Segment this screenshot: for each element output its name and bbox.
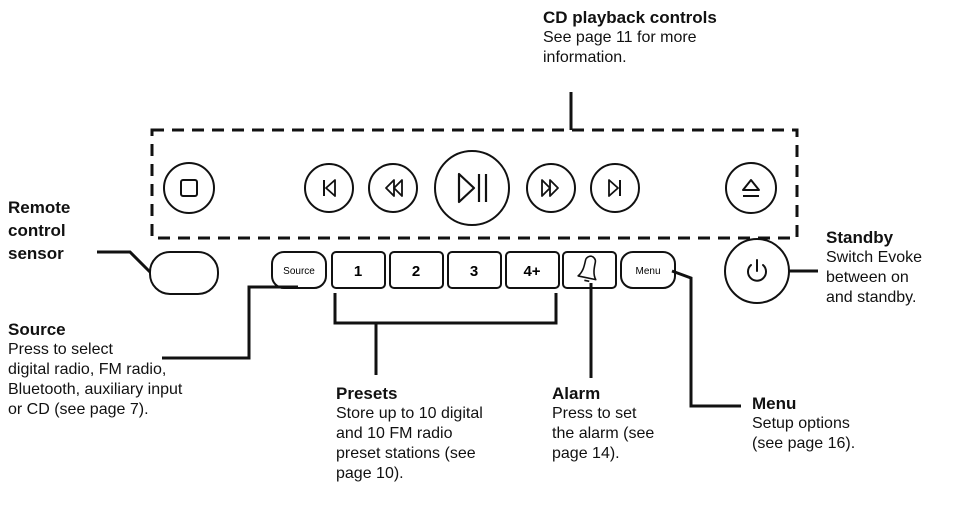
presets-text-line-1: Store up to 10 digital <box>336 405 483 422</box>
remote-sensor <box>149 251 219 295</box>
eject-button[interactable] <box>725 162 777 214</box>
play-pause-button[interactable] <box>434 150 510 226</box>
source-text-line-2: digital radio, FM radio, <box>8 361 167 378</box>
rewind-icon <box>385 179 403 197</box>
preset-button-2-label: 2 <box>412 263 420 280</box>
source-text-line-1: Press to select <box>8 341 113 358</box>
preset-button-1-label: 1 <box>354 263 362 280</box>
standby-text-line-2: between on <box>826 269 909 286</box>
source-title: Source <box>8 320 66 339</box>
play-pause-icon <box>457 172 488 204</box>
remote-sensor-title-line-2: control <box>8 221 66 240</box>
presets-text-line-4: page 10). <box>336 465 404 482</box>
cd-controls-group-outline <box>150 128 799 240</box>
presets-text-line-3: preset stations (see <box>336 445 476 462</box>
alarm-title: Alarm <box>552 384 601 403</box>
preset-button-4[interactable]: 4+ <box>505 251 560 289</box>
presets-text-line-2: and 10 FM radio <box>336 425 453 442</box>
power-icon <box>747 259 767 282</box>
presets-title: Presets <box>336 384 398 403</box>
alarm-text-line-3: page 14). <box>552 445 620 462</box>
cd-controls-callout: CD playback controls See page 11 for mor… <box>543 8 717 68</box>
presets-bracket <box>333 293 558 325</box>
fast-forward-icon <box>541 179 559 197</box>
menu-leader <box>671 269 741 408</box>
alarm-text-line-2: the alarm (see <box>552 425 655 442</box>
alarm-text-line-1: Press to set <box>552 405 637 422</box>
fast-forward-button[interactable] <box>526 163 576 213</box>
source-button[interactable]: Source <box>271 251 327 289</box>
skip-forward-icon <box>608 179 621 197</box>
cd-controls-text-line-1: See page 11 for more <box>543 29 697 46</box>
preset-button-3-label: 3 <box>470 263 478 280</box>
menu-button[interactable]: Menu <box>620 251 676 289</box>
standby-text-line-3: and standby. <box>826 289 917 306</box>
source-button-label: Source <box>283 266 315 277</box>
skip-back-button[interactable] <box>304 163 354 213</box>
source-text-line-3: Bluetooth, auxiliary input <box>8 381 183 398</box>
remote-sensor-title-line-3: sensor <box>8 244 64 263</box>
menu-title: Menu <box>752 394 797 413</box>
remote-sensor-title-line-1: Remote <box>8 198 71 217</box>
standby-callout: Standby Switch Evoke between on and stan… <box>826 228 922 308</box>
cd-controls-title: CD playback controls <box>543 8 717 27</box>
standby-button[interactable] <box>724 238 790 304</box>
menu-text-line-1: Setup options <box>752 415 850 432</box>
bell-icon <box>577 255 597 283</box>
preset-button-1[interactable]: 1 <box>331 251 386 289</box>
cd-controls-text-line-2: information. <box>543 49 627 66</box>
remote-sensor-leader <box>97 250 152 274</box>
source-callout: Source Press to select digital radio, FM… <box>8 320 182 420</box>
preset-button-4-label: 4+ <box>523 263 540 280</box>
skip-forward-button[interactable] <box>590 163 640 213</box>
menu-button-label: Menu <box>635 266 660 277</box>
standby-title: Standby <box>826 228 894 247</box>
eject-icon <box>742 179 760 197</box>
standby-text-line-1: Switch Evoke <box>826 249 923 266</box>
remote-sensor-callout: Remote control sensor <box>8 196 70 265</box>
preset-button-3[interactable]: 3 <box>447 251 502 289</box>
source-leader <box>162 285 298 360</box>
presets-callout: Presets Store up to 10 digital and 10 FM… <box>336 384 483 484</box>
skip-back-icon <box>323 179 336 197</box>
stop-icon <box>180 179 198 197</box>
alarm-button[interactable] <box>562 251 617 289</box>
alarm-callout: Alarm Press to set the alarm (see page 1… <box>552 384 654 464</box>
stop-button[interactable] <box>163 162 215 214</box>
menu-callout: Menu Setup options (see page 16). <box>752 394 855 454</box>
menu-text-line-2: (see page 16). <box>752 435 856 452</box>
preset-button-2[interactable]: 2 <box>389 251 444 289</box>
rewind-button[interactable] <box>368 163 418 213</box>
source-text-line-4: or CD (see page 7). <box>8 401 149 418</box>
